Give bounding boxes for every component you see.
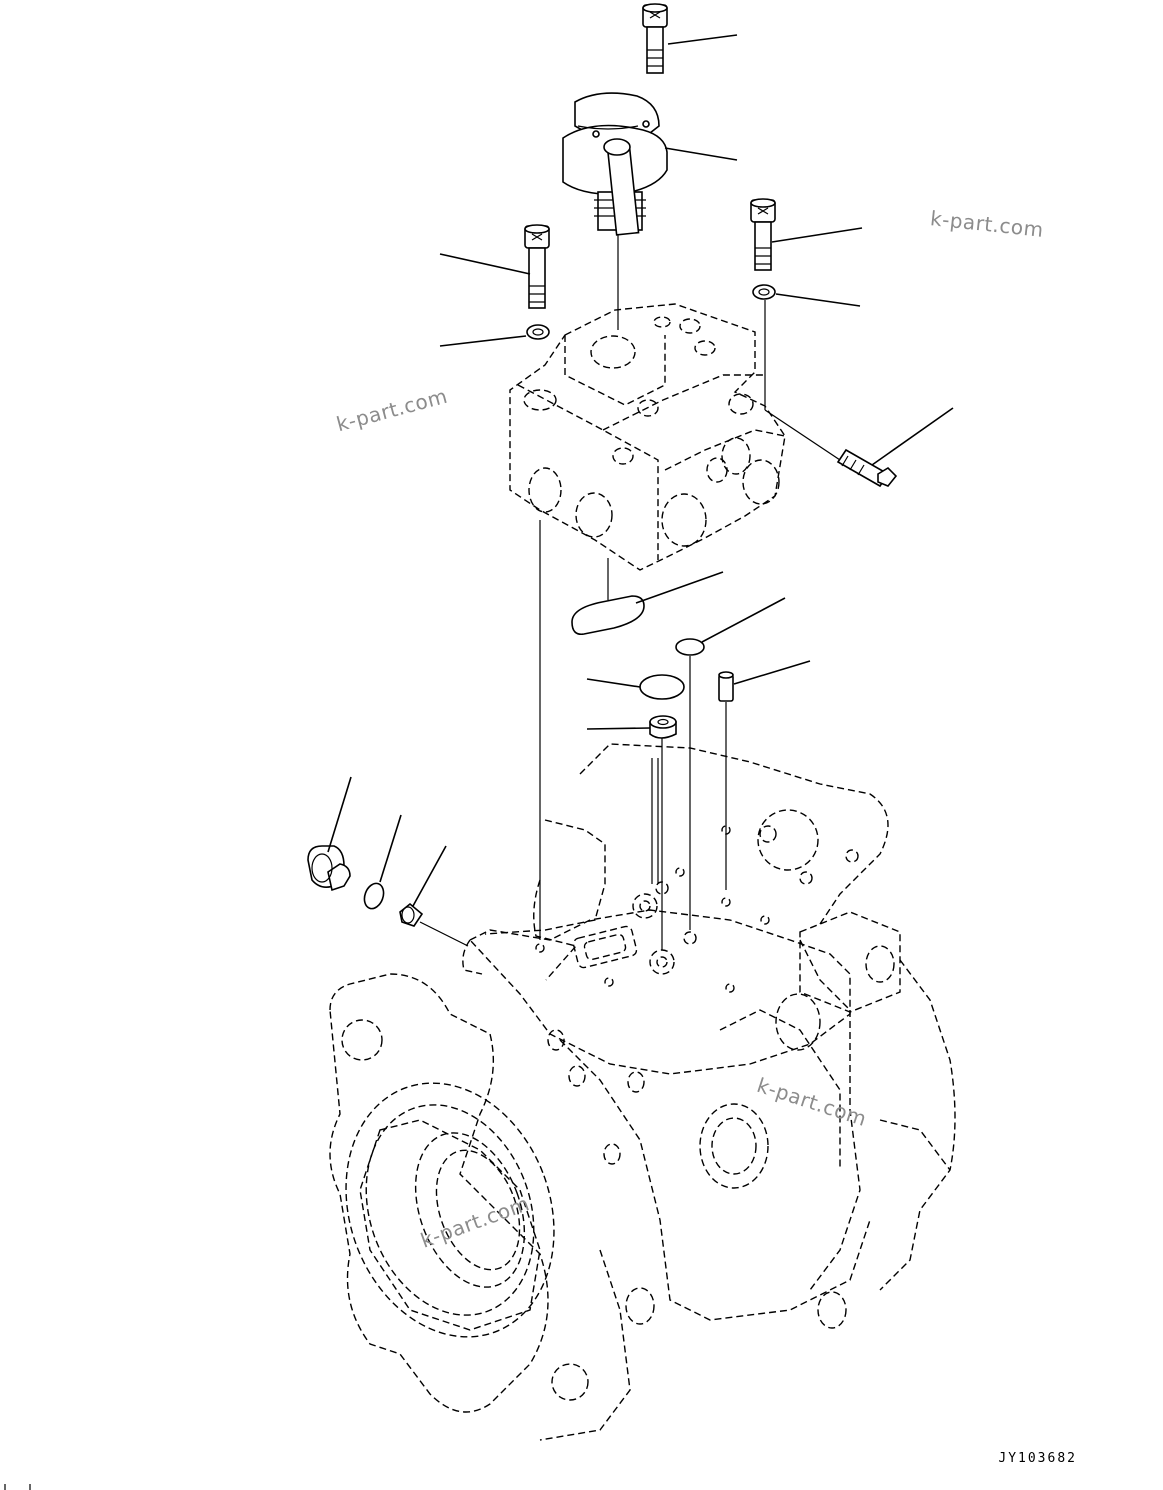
top-cap-screw [642,3,668,74]
leader-right-screw [771,227,863,243]
leader-orifice-plug [586,727,651,730]
orifice-plug [649,715,677,739]
leader-plug [327,776,352,853]
control-valve-block [509,303,786,571]
leader-o-ring-small [701,597,786,643]
plug-o-ring [363,882,385,910]
leader-gasket [635,571,724,604]
left-cap-screw [524,224,550,309]
left-washer [526,324,550,340]
gasket [571,595,645,636]
drawing-code: JY103682 [998,1451,1077,1466]
leader-left-washer [439,335,527,347]
leader-left-screw [439,253,531,275]
o-ring-large [639,674,685,700]
pressure-sensor [562,92,668,236]
alignment-lines [539,520,727,950]
dowel-pin [718,671,734,702]
leader-plug-o-ring [379,814,402,883]
leader-dowel-pin [733,660,811,685]
leader-sensor [664,147,738,161]
pump-body [329,743,956,1441]
orifice-side-axis [419,921,469,947]
leader-orifice-side [412,845,447,907]
plug [307,845,351,892]
leader-o-ring-large [586,678,641,688]
right-washer [752,284,776,300]
o-ring-small [675,638,705,656]
corner-marks [4,1484,31,1490]
orifice-side [399,902,424,927]
leader-top-screw [667,34,738,45]
right-cap-screw [750,198,776,271]
leader-fitting [871,407,954,466]
leader-right-washer [775,293,861,307]
fitting [764,409,898,488]
